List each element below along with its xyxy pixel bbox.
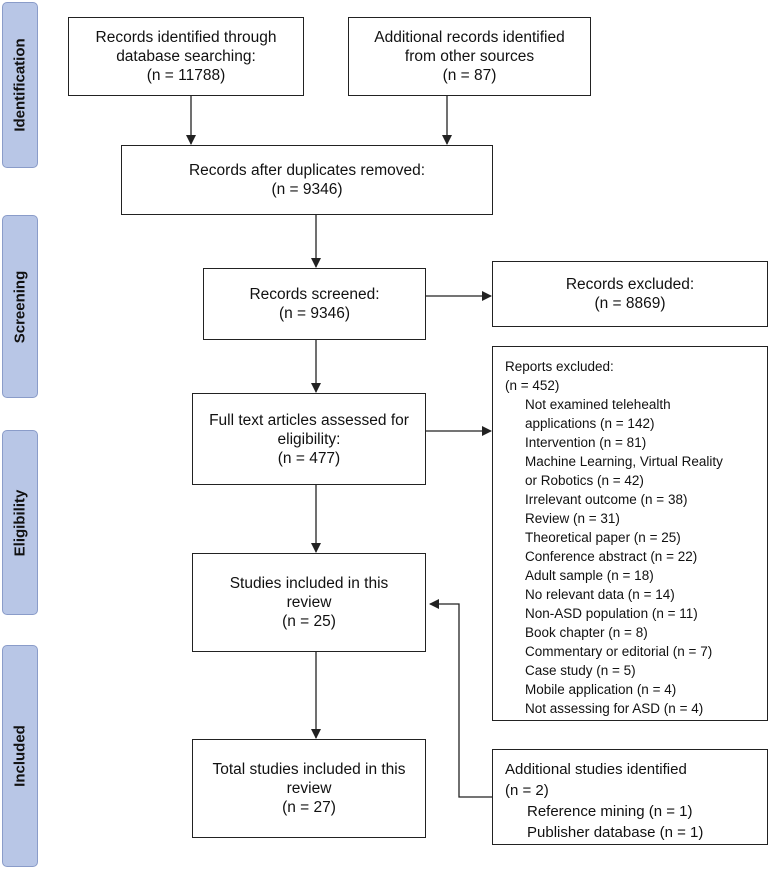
reports-excluded-item: or Robotics (n = 42) [525, 473, 644, 488]
included-line-3: (n = 25) [282, 613, 336, 630]
records-screened-box: Records screened: (n = 9346) [203, 268, 426, 340]
reports-excluded-box: Reports excluded: (n = 452) Not examined… [492, 346, 768, 721]
reports-excluded-item: Book chapter (n = 8) [525, 625, 648, 640]
total-line-2: review [286, 780, 332, 797]
screened-line-1: Records screened: [249, 286, 380, 303]
fulltext-line-1: Full text articles assessed for [209, 411, 409, 429]
total-line-3: (n = 27) [282, 799, 336, 816]
reports-excluded-item: No relevant data (n = 14) [525, 587, 675, 602]
reports-excluded-item: Mobile application (n = 4) [525, 682, 677, 697]
total-studies-box: Total studies included in this review (n… [192, 739, 426, 838]
reports-excluded-count: (n = 452) [505, 378, 560, 393]
database-line-2: database searching: [116, 48, 256, 65]
reports-excluded-title: Reports excluded: [505, 359, 614, 374]
reports-excluded-item: Not assessing for ASD (n = 4) [525, 701, 704, 716]
additional-studies-box: Additional studies identified (n = 2) Re… [492, 749, 768, 845]
duplicates-line-2: (n = 9346) [271, 181, 343, 198]
reports-excluded-item: Machine Learning, Virtual Reality [525, 454, 723, 469]
database-line-3: (n = 11788) [146, 67, 226, 84]
reports-excluded-item: Adult sample (n = 18) [525, 568, 654, 583]
phase-screening: Screening [2, 215, 38, 398]
reports-excluded-item: Theoretical paper (n = 25) [525, 530, 681, 545]
reports-excluded-item: Not examined telehealth [525, 397, 671, 412]
reports-excluded-item: Intervention (n = 81) [525, 435, 647, 450]
additional-line-2: from other sources [404, 48, 535, 65]
reports-excluded-item: Irrelevant outcome (n = 38) [525, 492, 688, 507]
fulltext-assessed-box: Full text articles assessed for eligibil… [192, 393, 426, 485]
excluded-line-2: (n = 8869) [594, 295, 666, 312]
excluded-line-1: Records excluded: [565, 276, 695, 293]
additional-studies-count: (n = 2) [505, 782, 549, 799]
reports-excluded-item: Commentary or editorial (n = 7) [525, 644, 713, 659]
additional-line-1: Additional records identified [374, 29, 565, 46]
reports-excluded-item: Review (n = 31) [525, 511, 620, 526]
studies-included-box: Studies included in this review (n = 25) [192, 553, 426, 652]
phase-identification: Identification [2, 2, 38, 168]
reports-excluded-item: applications (n = 142) [525, 416, 655, 431]
duplicates-removed-box: Records after duplicates removed: (n = 9… [121, 145, 493, 215]
additional-studies-item: Reference mining (n = 1) [527, 803, 693, 820]
duplicates-line-1: Records after duplicates removed: [188, 162, 426, 179]
phase-eligibility: Eligibility [2, 430, 38, 615]
database-line-1: Records identified through [95, 29, 277, 46]
phase-included: Included [2, 645, 38, 867]
fulltext-line-3: (n = 477) [277, 449, 341, 467]
reports-excluded-item: Conference abstract (n = 22) [525, 549, 698, 564]
reports-excluded-item: Case study (n = 5) [525, 663, 636, 678]
additional-line-3: (n = 87) [442, 67, 497, 84]
total-line-1: Total studies included in this [212, 761, 406, 778]
records-database-box: Records identified through database sear… [68, 17, 304, 96]
additional-studies-title: Additional studies identified [505, 761, 687, 778]
arrow-additional-studies-to-included [429, 599, 492, 798]
fulltext-line-2: eligibility: [277, 430, 341, 448]
screened-line-2: (n = 9346) [278, 305, 351, 322]
additional-studies-item: Publisher database (n = 1) [527, 824, 704, 841]
records-excluded-box: Records excluded: (n = 8869) [492, 261, 768, 327]
included-line-2: review [286, 594, 332, 611]
records-additional-box: Additional records identified from other… [348, 17, 591, 96]
included-line-1: Studies included in this [229, 575, 389, 592]
reports-excluded-item: Non-ASD population (n = 11) [525, 606, 698, 621]
